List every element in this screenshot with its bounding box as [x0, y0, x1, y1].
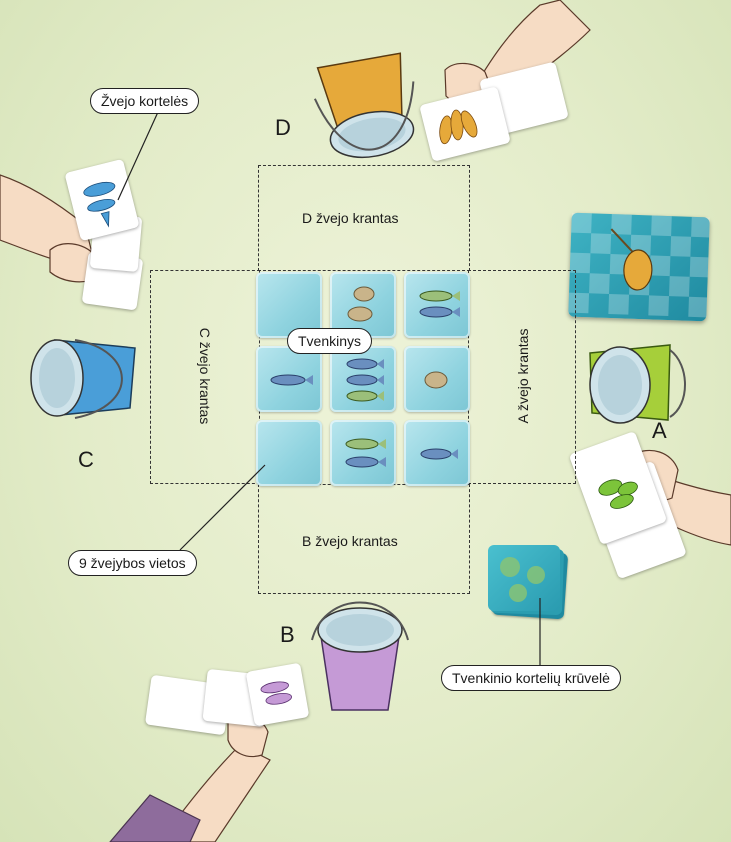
- callout-pond-card-stack: Tvenkinio kortelių krūvelė: [441, 665, 621, 691]
- seat-d-label: D: [275, 115, 291, 141]
- callout-pond: Tvenkinys: [287, 328, 372, 354]
- callout-fisher-cards: Žvejo kortelės: [90, 88, 199, 114]
- callout-fishing-spots: 9 žvejybos vietos: [68, 550, 197, 576]
- seat-b-label: B: [280, 622, 295, 648]
- seat-c-label: C: [78, 447, 94, 473]
- seat-a-label: A: [652, 418, 667, 444]
